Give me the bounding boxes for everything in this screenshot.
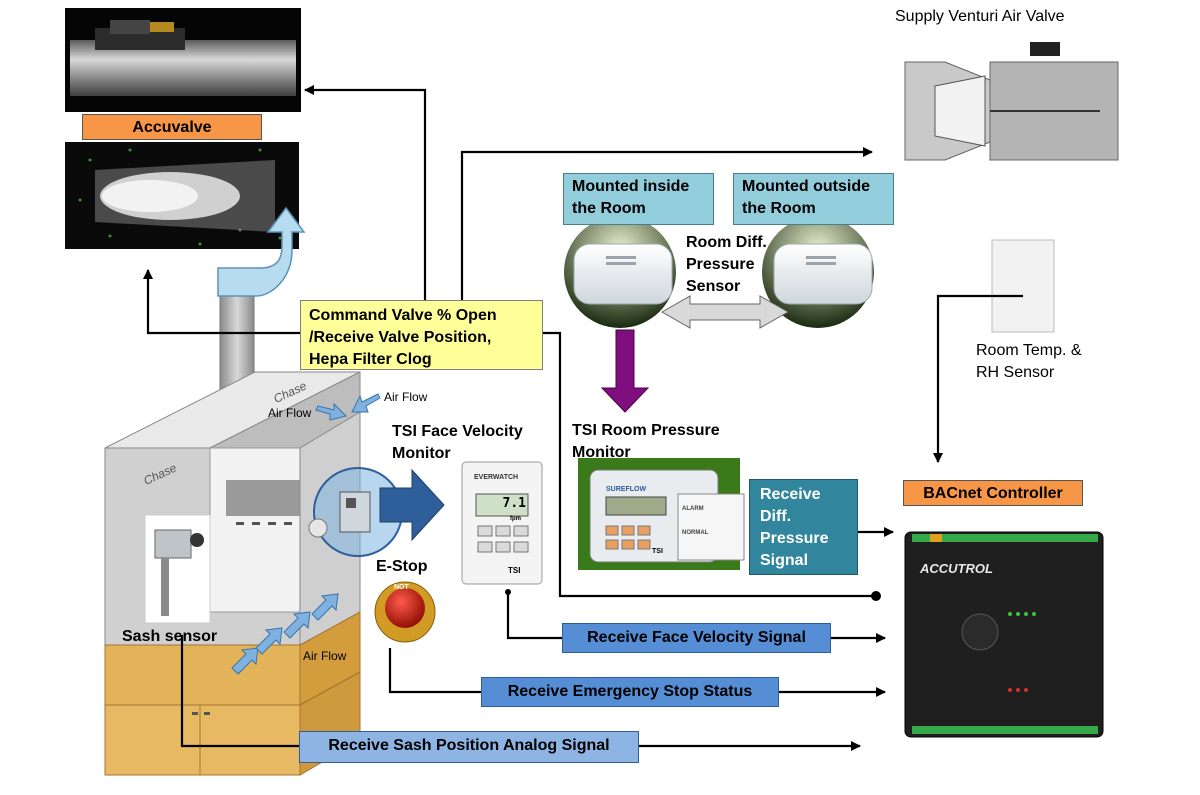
supply-venturi-valve-photo xyxy=(904,42,1119,161)
e-stop-button xyxy=(374,581,436,643)
sash-sensor-photo xyxy=(144,514,211,624)
exhaust-flow-arrow xyxy=(217,206,306,297)
face-monitor-maker: TSI xyxy=(508,566,521,575)
receive-estop-label: Receive Emergency Stop Status xyxy=(481,677,779,707)
line-to-accuvalve xyxy=(304,85,427,340)
receive-diff-pressure-label: Receive Diff. Pressure Signal xyxy=(749,479,858,575)
accuvalve-photo xyxy=(65,8,301,112)
face-monitor-brand: EVERWATCH xyxy=(474,474,519,481)
controller-brand: ACCUTROL xyxy=(920,561,993,576)
face-monitor-reading: 7.1 xyxy=(502,496,526,511)
room-temp-label: Room Temp. & RH Sensor xyxy=(976,342,1082,381)
air-flow-label-right: Air Flow xyxy=(384,390,428,404)
fume-hood xyxy=(104,371,361,776)
room-temp-rh-sensor xyxy=(991,239,1055,333)
air-flow-label-left: Air Flow xyxy=(268,406,312,420)
bacnet-controller-device xyxy=(904,531,1104,738)
supply-venturi-label: Supply Venturi Air Valve xyxy=(895,8,1065,25)
accuvalve-cutaway-photo xyxy=(65,142,299,249)
room-monitor-brand: SUREFLOW xyxy=(606,486,647,493)
room-pressure-sensor-inside xyxy=(564,216,676,328)
controller-junction-dot xyxy=(871,591,881,601)
line-to-controller xyxy=(543,331,876,598)
tsi-room-label: TSI Room Pressure Monitor xyxy=(572,422,720,461)
tsi-face-velocity-monitor xyxy=(461,461,543,585)
receive-face-velocity-label: Receive Face Velocity Signal xyxy=(562,623,831,653)
pressure-double-arrow xyxy=(660,295,790,329)
room-pressure-sensor-outside xyxy=(762,216,874,328)
purple-down-arrow xyxy=(600,329,650,413)
line-to-supply-valve xyxy=(460,147,873,340)
line-to-exhaust xyxy=(143,269,300,335)
line-room-temp-to-bacnet xyxy=(933,294,1023,463)
room-monitor-normal: NORMAL xyxy=(682,530,709,536)
accuvalve-label: Accuvalve xyxy=(82,114,262,140)
face-monitor-unit: fpm xyxy=(510,516,521,522)
receive-sash-label: Receive Sash Position Analog Signal xyxy=(299,731,639,763)
airflow-arrows xyxy=(231,393,381,675)
face-monitor-arrow xyxy=(379,468,445,542)
sash-sensor-label: Sash sensor xyxy=(122,628,218,645)
air-flow-label-bottom: Air Flow xyxy=(303,649,347,663)
face-monitor-dot xyxy=(505,589,511,595)
estop-label: E-Stop xyxy=(376,558,428,575)
command-valve-label: Command Valve % Open /Receive Valve Posi… xyxy=(300,300,543,370)
bacnet-controller-label: BACnet Controller xyxy=(903,480,1083,506)
tsi-room-pressure-monitor xyxy=(578,458,745,570)
room-monitor-alarm: ALARM xyxy=(682,506,704,512)
room-monitor-maker: TSI xyxy=(652,548,663,555)
estop-button-text: NOT xyxy=(394,584,409,591)
tsi-face-label: TSI Face Velocity Monitor xyxy=(392,423,523,462)
mounted-outside-label: Mounted outside the Room xyxy=(733,173,894,225)
mounted-inside-label: Mounted inside the Room xyxy=(563,173,714,225)
room-diff-pressure-label: Room Diff. Pressure Sensor xyxy=(686,234,767,295)
